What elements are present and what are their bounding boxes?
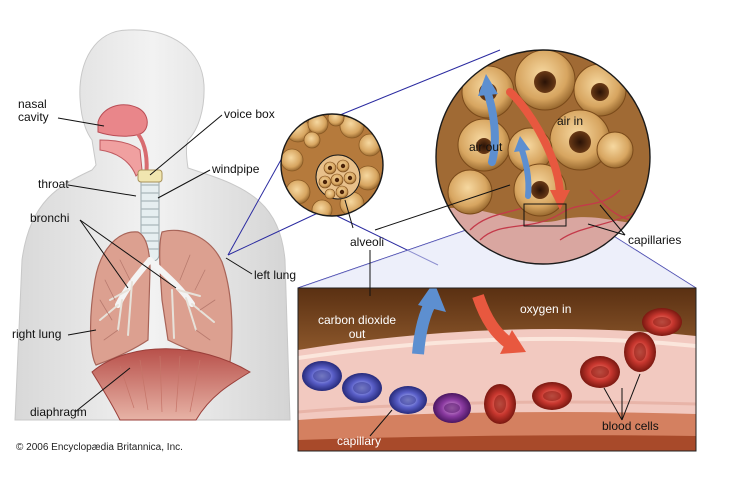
label-diaphragm: diaphragm (30, 405, 87, 419)
zoom-box-marker (523, 203, 567, 227)
label-capillaries: capillaries (628, 233, 682, 247)
label-bronchi: bronchi (30, 211, 70, 225)
diaphragm (91, 348, 251, 421)
blood-cells-row (302, 308, 682, 424)
alveoli-zoom-circle (280, 113, 384, 217)
capillary-detail-box (297, 287, 697, 452)
label-windpipe: windpipe (212, 162, 260, 176)
air-in-arrow (506, 88, 564, 200)
label-air-in: air in (557, 114, 584, 128)
label-alveoli: alveoli (350, 235, 385, 249)
label-carbon-dioxide-out: carbon dioxide out (318, 313, 397, 341)
airway-upper (97, 104, 149, 179)
copyright-notice: © 2006 Encyclopædia Britannica, Inc. (16, 442, 183, 453)
label-throat: throat (38, 177, 69, 191)
label-nasal-cavity: nasal cavity (18, 97, 49, 124)
label-blood-cells: blood cells (602, 419, 659, 433)
bronchi (99, 254, 216, 341)
label-oxygen-in: oxygen in (520, 302, 572, 316)
label-right-lung: right lung (12, 327, 62, 341)
label-voice-box: voice box (224, 107, 275, 121)
label-capillary: capillary (337, 434, 382, 448)
leader-lines (57, 114, 641, 437)
alveolus-zoom-circle (435, 49, 651, 265)
label-air-out: air out (469, 140, 503, 154)
label-left-lung: left lung (254, 268, 297, 282)
